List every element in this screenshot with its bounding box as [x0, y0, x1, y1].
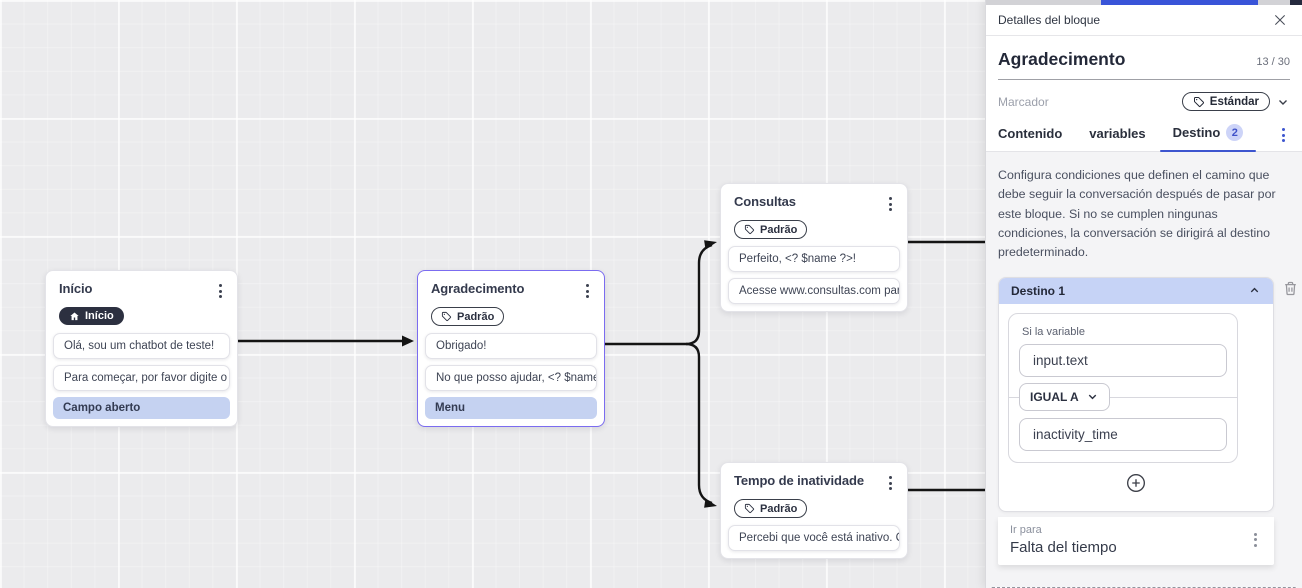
destination-description: Configura condiciones que definen el cam… — [998, 168, 1276, 260]
block-name-row: 13 / 30 — [998, 49, 1290, 80]
top-strip-dark-segment — [1290, 0, 1302, 5]
destination-card: Destino 1 Si la variable IGUAL A — [998, 276, 1274, 512]
marker-row: Marcador Estándar — [998, 80, 1290, 115]
kebab-menu-icon[interactable] — [884, 194, 897, 214]
flow-node-tempo-inatividade[interactable]: Tempo de inatividade Padrão Percebi que … — [720, 462, 908, 559]
delete-destination-button[interactable] — [1282, 280, 1299, 297]
tag-icon — [744, 503, 755, 514]
node-action-row[interactable]: Menu — [425, 397, 597, 419]
flow-node-consultas[interactable]: Consultas Padrão Perfeito, <? $name ?>! … — [720, 183, 908, 312]
marker-value-chip[interactable]: Estándar — [1181, 92, 1270, 111]
node-message[interactable]: Acesse www.consultas.com par... — [728, 278, 900, 304]
goto-label: Ir para — [1010, 523, 1042, 536]
chevron-down-icon[interactable] — [1276, 95, 1290, 109]
panel-top-strip — [986, 0, 1302, 5]
trash-icon — [1285, 281, 1296, 295]
condition-label: Si la variable — [1022, 325, 1085, 338]
panel-tabs: Contenido variables Destino 2 — [986, 115, 1302, 152]
node-message[interactable]: Para começar, por favor digite o ... — [53, 364, 230, 391]
goto-destination-row[interactable]: Ir para Falta del tiempo — [998, 516, 1274, 565]
tag-icon — [441, 311, 452, 322]
tabs-kebab-menu-icon[interactable] — [1277, 125, 1290, 145]
flow-node-inicio[interactable]: Início Início Olá, sou um chatbot de tes… — [45, 270, 238, 427]
chevron-up-icon[interactable] — [1248, 284, 1261, 297]
destino-tab-content: Configura condiciones que definen el cam… — [986, 152, 1302, 588]
block-title-section: 13 / 30 Marcador Estándar — [986, 36, 1302, 115]
destino-count-badge: 2 — [1226, 124, 1244, 141]
condition-box: Si la variable IGUAL A — [1008, 312, 1238, 463]
node-message[interactable]: Obrigado! — [425, 333, 597, 359]
tag-icon — [744, 224, 755, 235]
block-name-input[interactable] — [998, 49, 1249, 70]
kebab-menu-icon[interactable] — [581, 281, 594, 301]
kebab-menu-icon[interactable] — [884, 473, 897, 493]
node-message[interactable]: Percebi que você está inativo. C... — [728, 525, 900, 551]
node-action-row[interactable]: Campo aberto — [53, 396, 230, 419]
destination-card-header[interactable]: Destino 1 — [999, 277, 1273, 304]
plus-circle-icon — [1127, 473, 1145, 492]
block-details-panel: Detalles del bloque 13 / 30 Marcador Est… — [985, 0, 1302, 588]
panel-header: Detalles del bloque — [986, 5, 1302, 36]
node-message[interactable]: Olá, sou um chatbot de teste! — [53, 332, 230, 359]
kebab-menu-icon[interactable] — [214, 281, 227, 301]
condition-value-input[interactable] — [1019, 417, 1227, 451]
add-condition-button[interactable] — [1126, 473, 1146, 493]
node-message[interactable]: Perfeito, <? $name ?>! — [728, 246, 900, 272]
tab-variables[interactable]: variables — [1089, 126, 1146, 141]
node-type-badge: Padrão — [431, 307, 505, 326]
chevron-down-icon — [1088, 394, 1096, 400]
close-panel-button[interactable] — [1270, 10, 1290, 30]
tab-contenido[interactable]: Contenido — [998, 126, 1063, 141]
flow-node-agradecimento[interactable]: Agradecimento Padrão Obrigado! No que po… — [417, 270, 605, 427]
marker-label: Marcador — [998, 94, 1049, 109]
node-title: Agradecimento — [431, 281, 525, 296]
operator-select[interactable]: IGUAL A — [1019, 382, 1110, 411]
home-icon — [70, 311, 79, 320]
node-title: Tempo de inatividade — [734, 473, 864, 488]
node-title: Consultas — [734, 194, 796, 209]
goto-value: Falta del tiempo — [1010, 538, 1117, 556]
add-destination-button[interactable]: Agregar destino — [989, 586, 1298, 588]
tag-icon — [1193, 96, 1204, 107]
x-icon — [1274, 14, 1286, 26]
node-type-badge: Padrão — [734, 220, 808, 239]
node-type-badge: Padrão — [734, 499, 808, 518]
panel-title: Detalles del bloque — [998, 13, 1101, 27]
node-type-badge: Início — [59, 307, 124, 325]
goto-kebab-menu-icon[interactable] — [1249, 530, 1262, 550]
top-strip-blue-segment — [1101, 0, 1258, 5]
condition-variable-input[interactable] — [1019, 343, 1227, 377]
tab-destino[interactable]: Destino 2 — [1159, 124, 1256, 152]
char-counter: 13 / 30 — [1256, 56, 1290, 68]
node-title: Início — [59, 281, 93, 296]
node-message[interactable]: No que posso ajudar, <? $name ... — [425, 365, 597, 391]
